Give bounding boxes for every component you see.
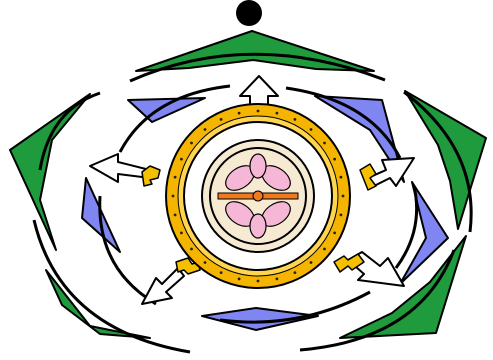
hub-petal-bottom <box>250 214 266 238</box>
ring-dot <box>310 128 313 131</box>
ring-dot <box>180 158 183 161</box>
ring-dot <box>294 118 297 121</box>
ring-dot <box>333 158 336 161</box>
ring-dot <box>172 195 175 198</box>
ring-dot <box>174 176 177 179</box>
ring-dot <box>204 261 207 264</box>
ring-dot <box>333 232 336 235</box>
hub-center <box>253 191 263 201</box>
ring-dot <box>323 142 326 145</box>
ring-dot <box>276 278 279 281</box>
ring-dot <box>294 271 297 274</box>
ring-dot <box>342 195 345 198</box>
ring-dot <box>220 271 223 274</box>
ring-dot <box>204 128 207 131</box>
ring-dot <box>323 248 326 251</box>
ring-dot <box>190 248 193 251</box>
ring-dot <box>257 280 260 283</box>
ring-dot <box>257 110 260 113</box>
ring-dot <box>310 261 313 264</box>
ring-dot <box>276 112 279 115</box>
ring-dot <box>180 232 183 235</box>
ring-dot <box>190 142 193 145</box>
ring-dot <box>220 118 223 121</box>
ring-dot <box>238 278 241 281</box>
ring-dot <box>340 214 343 217</box>
ring-dot <box>238 112 241 115</box>
ring-dot <box>174 214 177 217</box>
ring-dot <box>340 176 343 179</box>
hub-petal-top <box>250 154 266 178</box>
top-black-dot <box>236 0 262 26</box>
